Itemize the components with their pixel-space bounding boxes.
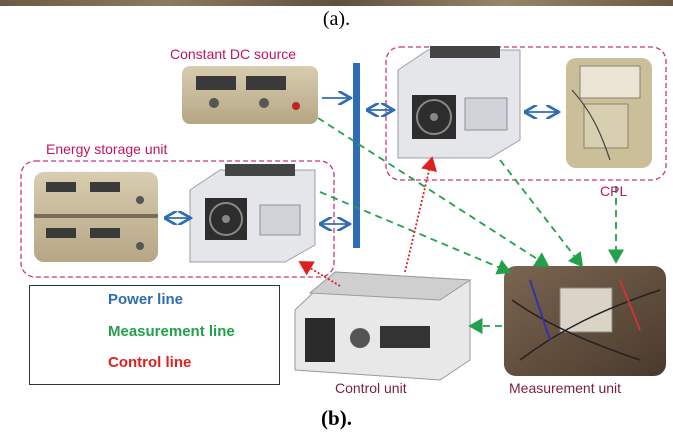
converter-dc-photo — [397, 46, 521, 159]
storage-photo — [34, 172, 158, 262]
power-bus — [353, 63, 360, 248]
label-measurement-unit: Measurement unit — [509, 380, 622, 396]
legend-power-label: Power line — [108, 291, 184, 308]
meas-line-dc — [317, 117, 550, 267]
legend — [29, 285, 280, 385]
converter-storage-photo — [189, 164, 316, 263]
control-unit-photo — [294, 271, 472, 381]
label-dc-source: Constant DC source — [170, 46, 297, 62]
ctrl-line-to-converter-dc — [404, 156, 437, 273]
label-cpl: CPL — [600, 183, 628, 199]
legend-measurement-label: Measurement line — [108, 323, 235, 340]
caption-a: (a). — [322, 8, 351, 30]
cpl-photo — [566, 58, 652, 168]
meas-line-converter-dc — [499, 159, 584, 268]
label-control-unit: Control unit — [335, 380, 407, 396]
meas-line-storage-converter — [319, 191, 512, 275]
top-photo-strip — [0, 0, 673, 6]
dc-source-photo — [182, 66, 318, 124]
measurement-photo — [504, 266, 666, 376]
caption-b: (b). — [321, 406, 352, 430]
label-energy-storage: Energy storage unit — [46, 141, 168, 157]
legend-control-label: Control line — [108, 354, 192, 371]
